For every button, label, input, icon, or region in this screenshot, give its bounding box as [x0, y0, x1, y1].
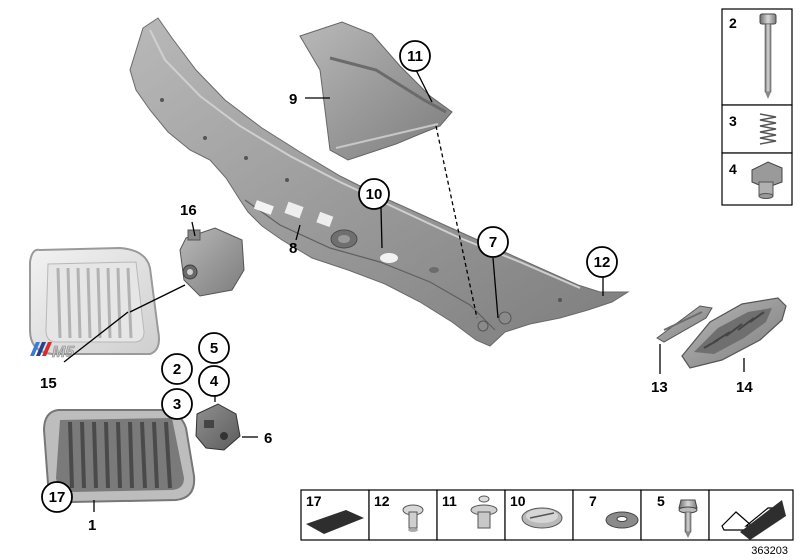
strip-label-11: 11	[442, 493, 457, 509]
svg-text:11: 11	[407, 48, 423, 65]
callout-10: 10	[358, 178, 390, 210]
panel-label-3: 3	[729, 113, 737, 129]
leader-lines	[63, 69, 745, 512]
label-1: 1	[88, 517, 96, 534]
callout-17: 17	[41, 481, 73, 513]
clip-icon	[402, 504, 424, 532]
grommet-icon	[521, 507, 563, 529]
svg-text:17: 17	[49, 489, 66, 506]
strip-label-12: 12	[374, 493, 390, 509]
panel-label-2: 2	[729, 15, 737, 31]
strip-label-17: 17	[306, 493, 322, 509]
kidney-grille-part-15	[29, 246, 160, 355]
callout-5: 5	[198, 332, 230, 364]
label-6: 6	[264, 430, 272, 447]
screw-icon	[678, 499, 698, 538]
svg-text:7: 7	[489, 234, 497, 251]
svg-text:10: 10	[366, 186, 383, 203]
strip-label-5: 5	[657, 493, 665, 509]
label-8: 8	[289, 240, 297, 257]
label-14: 14	[736, 379, 753, 396]
m5-badge-text: M5	[52, 344, 75, 361]
label-13: 13	[651, 379, 668, 396]
document-number: 363203	[751, 545, 788, 557]
svg-text:4: 4	[210, 373, 219, 390]
strip-label-7: 7	[589, 493, 597, 509]
bracket-part-6	[195, 403, 241, 451]
label-15: 15	[40, 375, 57, 392]
kidney-grille-part-1	[42, 409, 196, 504]
callout-4: 4	[198, 365, 230, 397]
label-9: 9	[289, 91, 297, 108]
grille-part-14	[681, 297, 787, 369]
label-16: 16	[180, 202, 197, 219]
direction-arrow-icon	[721, 500, 786, 540]
svg-text:2: 2	[173, 361, 181, 378]
callout-12: 12	[586, 246, 618, 278]
callout-11: 11	[399, 40, 431, 72]
small-parts-panel: 2 3 4	[721, 8, 793, 206]
push-clip-icon	[470, 495, 498, 529]
washer-icon	[605, 511, 639, 529]
bracket-part-16	[179, 227, 245, 297]
svg-text:5: 5	[210, 340, 218, 357]
trim-part-13	[656, 305, 713, 343]
foam-pad-icon	[306, 510, 364, 534]
panel-label-4: 4	[729, 161, 737, 177]
strip-label-10: 10	[510, 493, 526, 509]
callout-3: 3	[161, 388, 193, 420]
callout-7: 7	[477, 226, 509, 258]
callout-2: 2	[161, 353, 193, 385]
spring-icon	[759, 113, 777, 145]
nut-icon	[751, 161, 783, 199]
fastener-strip: 17 12 11 10 7 5	[300, 489, 794, 541]
svg-text:3: 3	[173, 396, 181, 413]
bolt-icon	[759, 13, 777, 99]
svg-text:12: 12	[594, 254, 611, 271]
partition-part-9	[299, 21, 453, 161]
